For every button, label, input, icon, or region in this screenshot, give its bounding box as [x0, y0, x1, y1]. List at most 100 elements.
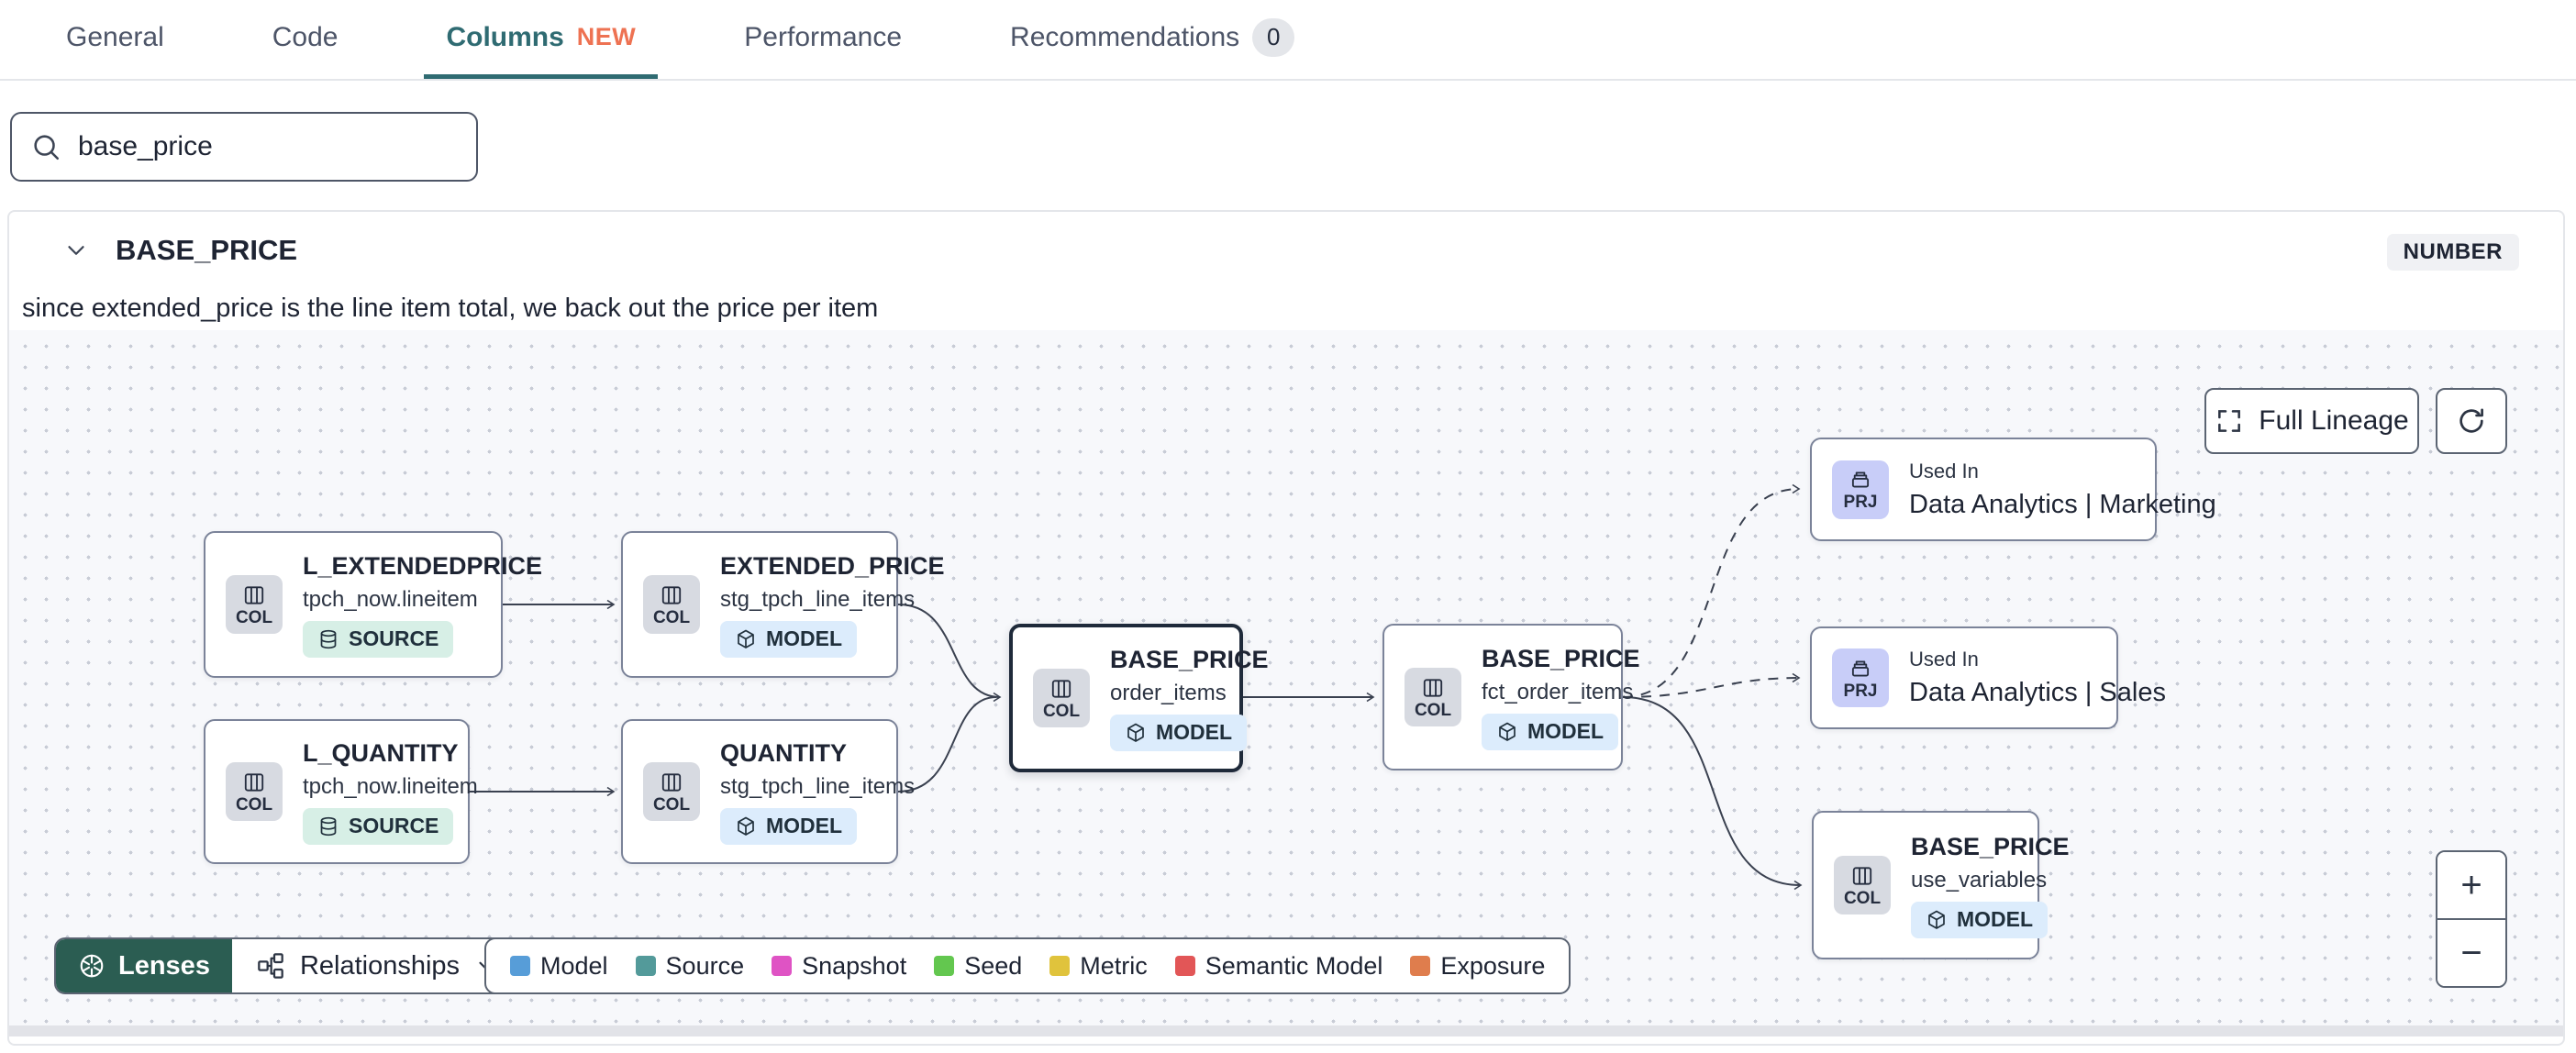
badge-label: MODEL	[1527, 719, 1604, 743]
search-input[interactable]	[78, 131, 458, 162]
relationships-label: Relationships	[299, 950, 461, 981]
used-in-label: Used In	[1909, 648, 1979, 671]
columns-icon	[1051, 679, 1071, 698]
aperture-icon	[80, 954, 104, 978]
badge-label: MODEL	[1957, 907, 2034, 931]
column-type-badge: NUMBER	[2386, 234, 2519, 271]
chip-label: COL	[652, 607, 691, 627]
recommendations-count-badge: 0	[1252, 17, 1295, 57]
legend-swatch	[635, 956, 656, 976]
tab-label: Columns	[446, 21, 564, 52]
legend-swatch	[1174, 956, 1195, 976]
legend-swatch	[772, 956, 793, 976]
tab-columns[interactable]: Columns NEW	[424, 0, 659, 79]
lineage-node-base-price-use-variables[interactable]: COL BASE_PRICE use_variables MODEL	[1812, 811, 2070, 959]
badge-label: SOURCE	[349, 626, 439, 650]
project-icon	[1851, 471, 1870, 488]
lineage-node-base-price-order-items[interactable]: COL BASE_PRICE order_items MODEL	[1009, 624, 1269, 772]
column-name: BASE_PRICE	[116, 233, 298, 266]
lineage-node-l-extendedprice[interactable]: COL L_EXTENDEDPRICE tpch_now.lineitem SO…	[204, 531, 542, 678]
node-title: L_EXTENDEDPRICE	[303, 551, 543, 580]
badge-label: SOURCE	[349, 814, 439, 837]
tab-recommendations[interactable]: Recommendations 0	[988, 0, 1316, 79]
columns-icon	[661, 585, 682, 604]
chip-label: COL	[1042, 701, 1081, 721]
chip-label: COL	[235, 607, 273, 627]
legend-item-semantic-model: Semantic Model	[1174, 951, 1383, 981]
lineage-node-l-quantity[interactable]: COL L_QUANTITY tpch_now.lineitem SOURCE	[204, 719, 478, 864]
column-chip: COL	[226, 762, 283, 821]
column-search	[10, 112, 478, 182]
legend-label: Source	[665, 951, 745, 980]
lineage-edges	[470, 483, 1803, 891]
zoom-control: + −	[2436, 850, 2507, 988]
cube-icon	[738, 629, 754, 648]
refresh-icon	[2459, 408, 2483, 433]
legend-label: Exposure	[1440, 951, 1546, 980]
node-title: BASE_PRICE	[1911, 832, 2070, 860]
zoom-in-button[interactable]: +	[2437, 852, 2505, 920]
node-subtitle: order_items	[1110, 680, 1227, 705]
relationships-icon	[258, 953, 283, 979]
node-title: BASE_PRICE	[1110, 645, 1269, 673]
node-title: L_QUANTITY	[303, 738, 459, 767]
project-icon	[1851, 660, 1870, 677]
legend-label: Model	[540, 951, 608, 980]
column-chip: COL	[226, 575, 283, 634]
badge-label: MODEL	[766, 626, 843, 650]
node-title: Data Analytics | Sales	[1909, 678, 2166, 707]
cube-icon	[1127, 723, 1144, 742]
resource-type-badge: SOURCE	[303, 807, 454, 845]
lineage-node-extended-price[interactable]: COL EXTENDED_PRICE stg_tpch_line_items M…	[621, 531, 945, 678]
lineage-canvas[interactable]: COL L_EXTENDEDPRICE tpch_now.lineitem SO…	[9, 330, 2563, 1036]
cube-icon	[1499, 722, 1516, 741]
tab-label: Recommendations	[1010, 21, 1240, 52]
relationships-dropdown[interactable]: Relationships	[231, 939, 523, 992]
lineage-node-used-in-marketing[interactable]: PRJ Used In Data Analytics | Marketing	[1810, 438, 2216, 541]
resource-type-badge: MODEL	[1482, 713, 1619, 750]
node-subtitle: stg_tpch_line_items	[720, 586, 916, 612]
resource-type-badge: MODEL	[720, 620, 858, 658]
legend-swatch	[510, 956, 530, 976]
lineage-node-quantity[interactable]: COL QUANTITY stg_tpch_line_items MODEL	[621, 719, 915, 864]
zoom-out-button[interactable]: −	[2437, 920, 2505, 986]
column-chip: COL	[1033, 669, 1090, 727]
search-icon	[34, 135, 60, 161]
legend-item-source: Source	[635, 951, 745, 981]
legend-swatch	[1410, 956, 1431, 976]
columns-icon	[244, 585, 264, 604]
tab-label: Code	[272, 21, 339, 52]
tab-performance[interactable]: Performance	[722, 0, 924, 79]
lineage-node-used-in-sales[interactable]: PRJ Used In Data Analytics | Sales	[1810, 626, 2166, 729]
full-lineage-button[interactable]: Full Lineage	[2204, 388, 2419, 454]
database-icon	[320, 816, 337, 836]
column-description: since extended_price is the line item to…	[22, 294, 879, 323]
legend-item-seed: Seed	[934, 952, 1022, 981]
resource-legend: Model Source Snapshot Seed Metric	[484, 937, 1571, 994]
tab-bar: General Code Columns NEW Performance Rec…	[0, 0, 2576, 81]
chevron-down-icon[interactable]	[62, 237, 90, 264]
legend-swatch	[1049, 956, 1071, 976]
column-panel: BASE_PRICE NUMBER since extended_price i…	[7, 210, 2565, 1046]
columns-icon	[244, 772, 264, 792]
columns-icon	[1852, 866, 1872, 885]
node-subtitle: tpch_now.lineitem	[303, 773, 478, 799]
database-icon	[320, 629, 337, 648]
node-subtitle: stg_tpch_line_items	[720, 773, 916, 799]
refresh-button[interactable]	[2436, 388, 2507, 454]
legend-item-model: Model	[510, 952, 608, 981]
project-chip: PRJ	[1832, 460, 1889, 519]
tab-label: Performance	[744, 21, 903, 52]
column-panel-header: BASE_PRICE NUMBER	[9, 212, 2563, 288]
columns-icon	[661, 772, 682, 792]
lenses-button[interactable]: Lenses	[56, 939, 232, 992]
lenses-toolbar: Lenses Relationships	[54, 937, 525, 994]
tab-code[interactable]: Code	[250, 0, 361, 79]
chip-label: PRJ	[1843, 493, 1878, 512]
tab-general[interactable]: General	[44, 0, 186, 79]
horizontal-scrollbar[interactable]	[9, 1025, 2563, 1036]
resource-type-badge: MODEL	[720, 807, 858, 845]
legend-label: Semantic Model	[1205, 951, 1383, 980]
lineage-node-base-price-fct-order-items[interactable]: COL BASE_PRICE fct_order_items MODEL	[1382, 624, 1640, 770]
